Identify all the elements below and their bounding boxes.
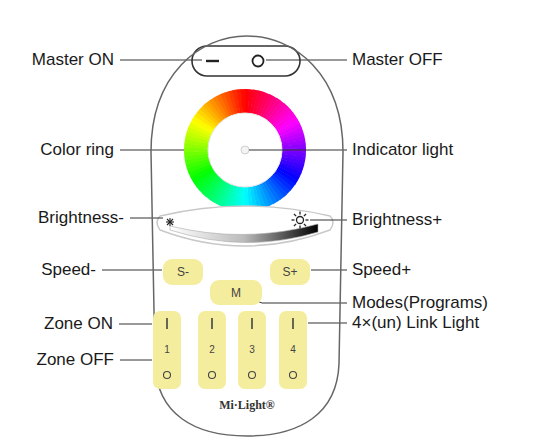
callout-label: Indicator light: [352, 140, 453, 160]
leader-line: [130, 218, 163, 219]
callout-label: 4×(un) Link Light: [352, 313, 479, 333]
sun-ray: [294, 224, 296, 226]
sun-ray: [304, 224, 306, 226]
leader-line: [311, 270, 347, 271]
sun-ray: [292, 219, 295, 220]
remote-button: M: [210, 280, 262, 305]
leader-line: [120, 60, 202, 61]
indicator-light: [241, 146, 249, 154]
button-label: 4: [290, 343, 296, 357]
on-symbol: [206, 60, 219, 62]
callout-label: Master OFF: [352, 50, 443, 70]
button-label: S-: [177, 265, 189, 279]
callout-label: Speed+: [352, 260, 411, 280]
remote-button: S+: [270, 259, 310, 285]
leader-line: [120, 150, 184, 151]
sun-ray: [294, 214, 296, 216]
sun-ray: [299, 226, 300, 229]
callout-label: Color ring: [40, 140, 114, 160]
callout-label: Brightness+: [352, 210, 442, 230]
sun-ray: [304, 214, 306, 216]
brand-name: Mi·Light®: [148, 398, 346, 412]
leader-line: [252, 299, 347, 303]
sun-ray: [299, 212, 300, 215]
ring-segment: [241, 89, 246, 113]
callout-label: Modes(Programs): [352, 293, 488, 313]
remote-body: Mi·Light® S- M S+ 1 2 3 4: [148, 34, 346, 438]
remote-button: 4: [279, 311, 307, 389]
remote-button: 3: [238, 311, 266, 389]
button-label: 2: [209, 343, 215, 357]
button-label: M: [231, 286, 241, 300]
callout-label: Master ON: [32, 50, 114, 70]
master-switch: [192, 46, 300, 76]
remote-button: S-: [163, 259, 203, 285]
callout-label: Brightness-: [38, 208, 124, 228]
remote-button: 2: [198, 311, 226, 389]
button-label: 3: [249, 343, 255, 357]
dim-symbol: [166, 218, 174, 226]
callout-label: Zone OFF: [37, 350, 114, 370]
remote-button: 1: [153, 311, 181, 389]
brightness-slider: [157, 206, 333, 246]
off-symbol: [253, 56, 264, 67]
callout-label: Speed-: [41, 260, 96, 280]
leader-line: [120, 360, 152, 361]
callout-label: Zone ON: [44, 314, 113, 334]
leader-line: [308, 323, 347, 324]
leader-line: [119, 324, 152, 325]
leader-line: [249, 150, 347, 151]
bright-symbol: [292, 212, 309, 229]
button-label: S+: [282, 265, 297, 279]
button-label: 1: [164, 343, 170, 357]
brightness-gradient: [170, 224, 318, 243]
sun-ray: [306, 219, 309, 220]
